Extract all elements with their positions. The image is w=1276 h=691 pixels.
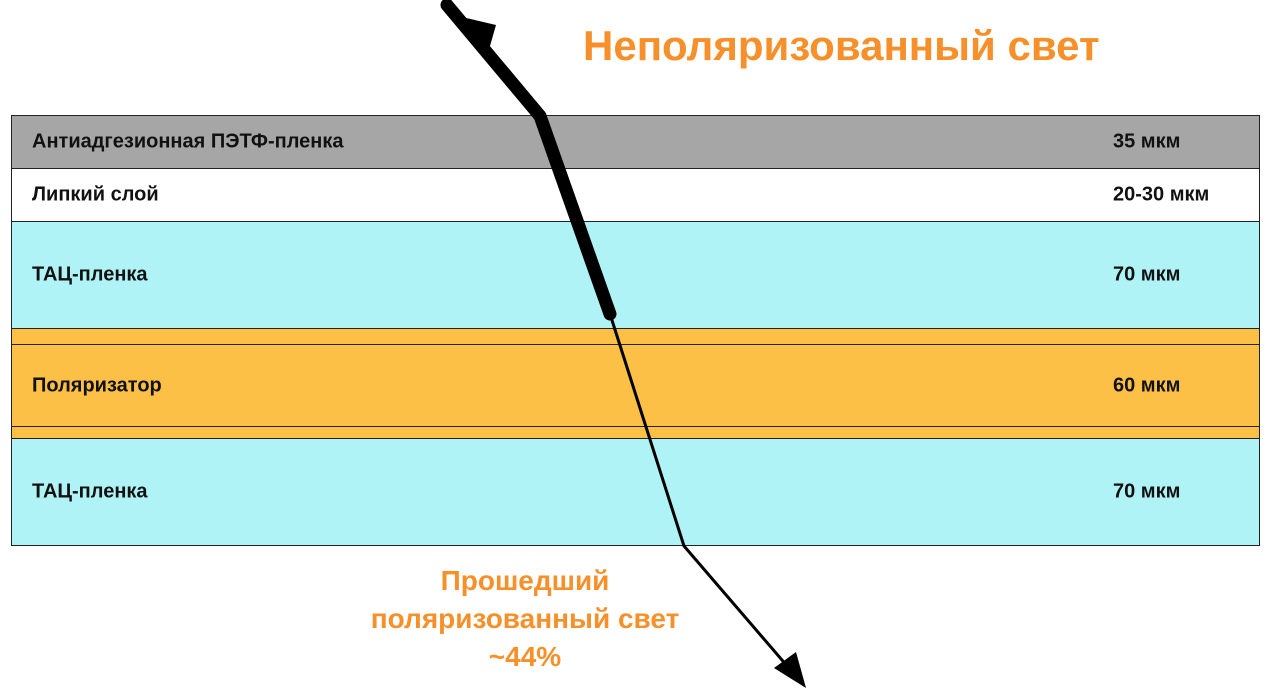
- layer-pet-film-thickness: 35 мкм: [1113, 130, 1181, 153]
- ray-through-upper-layers: [533, 109, 617, 321]
- layer-adhesive-thickness: 20-30 мкм: [1113, 183, 1210, 206]
- transmitted-light-caption: Прошедший поляризованный свет ~44%: [335, 562, 715, 676]
- layer-polarizer-thickness: 60 мкм: [1113, 374, 1181, 396]
- layer-tac-film-top-label: ТАЦ-пленка: [32, 263, 148, 286]
- layer-adhesive-label: Липкий слой: [32, 183, 159, 206]
- layer-separator-top: [12, 329, 1259, 345]
- layer-tac-film-top-thickness: 70 мкм: [1113, 263, 1181, 286]
- layer-separator-bottom: [12, 427, 1259, 439]
- caption-line-1: Прошедший: [440, 565, 610, 596]
- layer-pet-film-label: Антиадгезионная ПЭТФ-пленка: [32, 130, 344, 153]
- film-stack: Антиадгезионная ПЭТФ-пленка 35 мкм Липки…: [11, 115, 1260, 546]
- outgoing-arrowhead: [774, 652, 806, 688]
- layer-polarizer: Поляризатор 60 мкм: [12, 345, 1259, 427]
- layer-pet-film: Антиадгезионная ПЭТФ-пленка 35 мкм: [12, 116, 1259, 169]
- incoming-ray: [440, 0, 547, 123]
- layer-polarizer-label: Поляризатор: [32, 374, 162, 396]
- incoming-arrowhead: [462, 17, 496, 60]
- layer-tac-film-top: ТАЦ-пленка 70 мкм: [12, 222, 1259, 329]
- layer-tac-film-bottom: ТАЦ-пленка 70 мкм: [12, 439, 1259, 545]
- layer-tac-film-bottom-thickness: 70 мкм: [1113, 480, 1181, 503]
- polarized-ray: [608, 313, 790, 668]
- caption-line-2: поляризованный свет: [370, 603, 680, 634]
- layer-tac-film-bottom-label: ТАЦ-пленка: [32, 480, 148, 503]
- layer-adhesive: Липкий слой 20-30 мкм: [12, 169, 1259, 222]
- caption-line-3: ~44%: [488, 641, 562, 672]
- diagram-title: Неполяризованный свет: [583, 22, 1100, 69]
